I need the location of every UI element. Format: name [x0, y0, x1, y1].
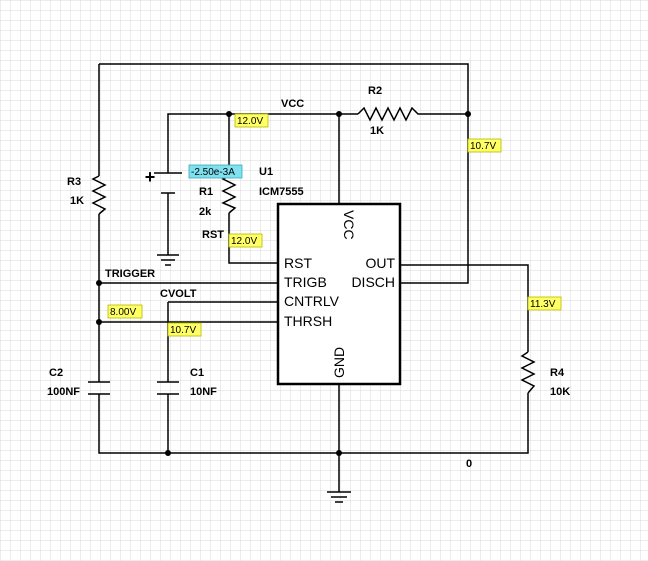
pin-out-label: OUT: [365, 255, 395, 271]
c2-ref-label: C2: [49, 367, 63, 379]
capacitor-c2[interactable]: [88, 381, 110, 395]
probe-trigger-value: 8.00V: [110, 307, 136, 318]
capacitor-c1[interactable]: [157, 381, 179, 395]
wire-vcc-rail[interactable]: [167, 113, 358, 173]
battery-plus-icon: +: [145, 167, 156, 187]
junctions: [96, 111, 471, 456]
r2-value-label: 1K: [370, 125, 384, 137]
resistor-r3[interactable]: [91, 175, 107, 215]
r1-value-label: 2k: [199, 206, 212, 218]
junction-dot: [96, 280, 102, 286]
probe-out[interactable]: 11.3V: [527, 296, 562, 311]
junction-dot: [96, 319, 102, 325]
probe-disch[interactable]: 10.7V: [467, 138, 502, 153]
wire-discharge-loop[interactable]: [99, 63, 469, 284]
probe-thrsh[interactable]: 10.7V: [167, 322, 202, 337]
probe-trigger[interactable]: 8.00V: [107, 304, 143, 319]
probe-current-value: -2.50e-3A: [191, 167, 235, 178]
r4-value-label: 10K: [550, 386, 570, 398]
u1-ref-label: U1: [259, 166, 273, 178]
c1-ref-label: C1: [190, 367, 204, 379]
resistor-r4[interactable]: [520, 351, 536, 394]
junction-dot: [165, 450, 171, 456]
probe-vcc[interactable]: 12.0V: [234, 113, 269, 128]
pin-trigb-label: TRIGB: [284, 274, 327, 290]
r4-ref-label: R4: [550, 367, 565, 379]
wires: [98, 63, 529, 492]
net-rst-label: RST: [202, 229, 224, 241]
resistor-r2[interactable]: [357, 106, 432, 122]
net-cvolt-label: CVOLT: [160, 288, 197, 300]
ground-icon: [327, 491, 351, 503]
probe-disch-value: 10.7V: [470, 141, 496, 152]
pin-disch-label: DISCH: [351, 274, 395, 290]
probe-current[interactable]: -2.50e-3A: [188, 164, 243, 179]
net-ground-label: 0: [466, 458, 472, 470]
junction-dot: [226, 111, 232, 117]
r3-value-label: 1K: [70, 195, 84, 207]
ground-icon: [157, 254, 179, 266]
battery-symbol[interactable]: +: [145, 167, 182, 194]
c1-value-label: 10NF: [190, 386, 217, 398]
r3-ref-label: R3: [67, 176, 81, 188]
probe-rst-value: 12.0V: [231, 236, 257, 247]
junction-dot: [336, 111, 342, 117]
pin-rst-label: RST: [284, 255, 312, 271]
c2-value-label: 100NF: [47, 386, 80, 398]
probe-out-value: 11.3V: [530, 299, 556, 310]
pin-thrsh-label: THRSH: [284, 313, 332, 329]
junction-dot: [336, 450, 342, 456]
junction-dot: [465, 111, 471, 117]
u1-part-label: ICM7555: [259, 186, 304, 198]
pin-vcc-label: VCC: [341, 210, 357, 240]
wire-ground-bus[interactable]: [98, 393, 529, 454]
net-trigger-label: TRIGGER: [105, 268, 155, 280]
pin-cntrlv-label: CNTRLV: [284, 293, 340, 309]
probe-vcc-value: 12.0V: [237, 116, 263, 127]
wire-rst[interactable]: [228, 213, 278, 264]
r1-ref-label: R1: [199, 186, 213, 198]
net-vcc-label: VCC: [281, 98, 304, 110]
probe-thrsh-value: 10.7V: [170, 325, 196, 336]
wire-out[interactable]: [400, 264, 529, 352]
probe-rst[interactable]: 12.0V: [228, 233, 263, 248]
r2-ref-label: R2: [368, 85, 382, 97]
pin-gnd-label: GND: [331, 347, 347, 378]
ic-u1[interactable]: RST TRIGB CNTRLV THRSH OUT DISCH VCC GND: [276, 202, 402, 386]
